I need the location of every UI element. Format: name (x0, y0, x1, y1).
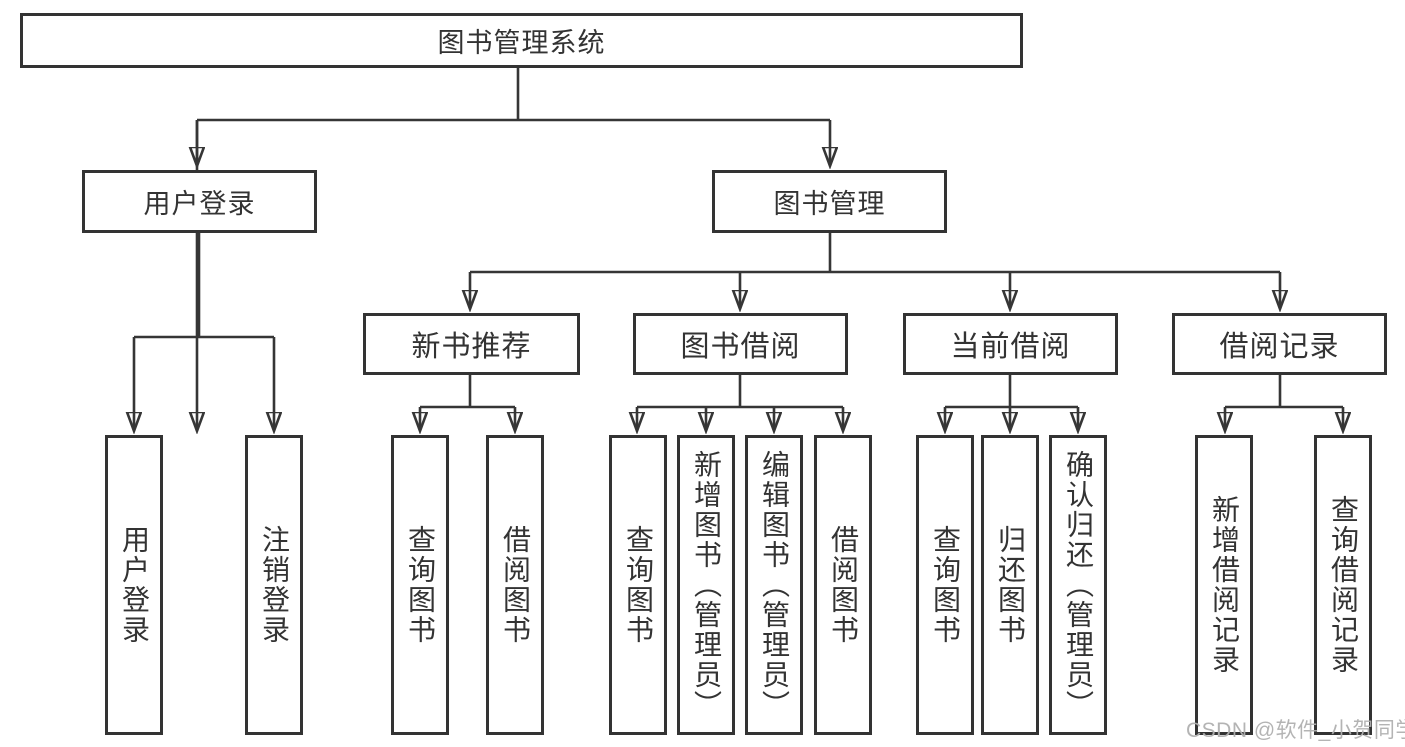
leaf-logout-label: 注销登录 (259, 525, 290, 645)
node-user-login-label: 用户登录 (143, 189, 256, 219)
leaf-edit-book-label: 编辑图书（管理员） (759, 450, 790, 720)
leaf-borrow-book-1-label: 借阅图书 (500, 525, 531, 645)
node-book-mgmt: 图书管理 (712, 170, 947, 233)
leaf-confirm-return-label: 确认归还（管理员） (1063, 450, 1094, 720)
node-book-borrow-label: 图书借阅 (680, 331, 801, 363)
leaf-query-record: 查询借阅记录 (1314, 435, 1372, 735)
leaf-add-book: 新增图书（管理员） (677, 435, 735, 735)
leaf-query-book-1: 查询图书 (391, 435, 449, 735)
leaf-user-login: 用户登录 (105, 435, 163, 735)
node-root-label: 图书管理系统 (437, 28, 606, 58)
node-new-book-rec-label: 新书推荐 (411, 331, 532, 363)
leaf-borrow-book-2-label: 借阅图书 (828, 525, 859, 645)
node-root: 图书管理系统 (20, 13, 1023, 68)
node-current-borrow-label: 当前借阅 (950, 331, 1071, 363)
leaf-return-book-label: 归还图书 (995, 525, 1026, 645)
leaf-query-record-label: 查询借阅记录 (1328, 495, 1359, 675)
leaf-user-login-label: 用户登录 (119, 525, 150, 645)
leaf-logout: 注销登录 (245, 435, 303, 735)
node-new-book-rec: 新书推荐 (363, 313, 580, 375)
node-borrow-records: 借阅记录 (1172, 313, 1387, 375)
leaf-borrow-book-2: 借阅图书 (814, 435, 872, 735)
node-current-borrow: 当前借阅 (903, 313, 1118, 375)
leaf-add-record: 新增借阅记录 (1195, 435, 1253, 735)
node-borrow-records-label: 借阅记录 (1219, 331, 1340, 363)
node-book-borrow: 图书借阅 (633, 313, 848, 375)
leaf-query-book-2: 查询图书 (609, 435, 667, 735)
leaf-add-book-label: 新增图书（管理员） (691, 450, 722, 720)
watermark-text: CSDN @软件_小贺同学 (1186, 719, 1405, 742)
leaf-add-record-label: 新增借阅记录 (1209, 495, 1240, 675)
leaf-borrow-book-1: 借阅图书 (486, 435, 544, 735)
leaf-confirm-return: 确认归还（管理员） (1049, 435, 1107, 735)
leaf-query-book-3-label: 查询图书 (930, 525, 961, 645)
node-book-mgmt-label: 图书管理 (773, 189, 886, 219)
leaf-query-book-3: 查询图书 (916, 435, 974, 735)
leaf-return-book: 归还图书 (981, 435, 1039, 735)
leaf-query-book-2-label: 查询图书 (623, 525, 654, 645)
node-user-login: 用户登录 (82, 170, 317, 233)
leaf-query-book-1-label: 查询图书 (405, 525, 436, 645)
leaf-edit-book: 编辑图书（管理员） (745, 435, 803, 735)
